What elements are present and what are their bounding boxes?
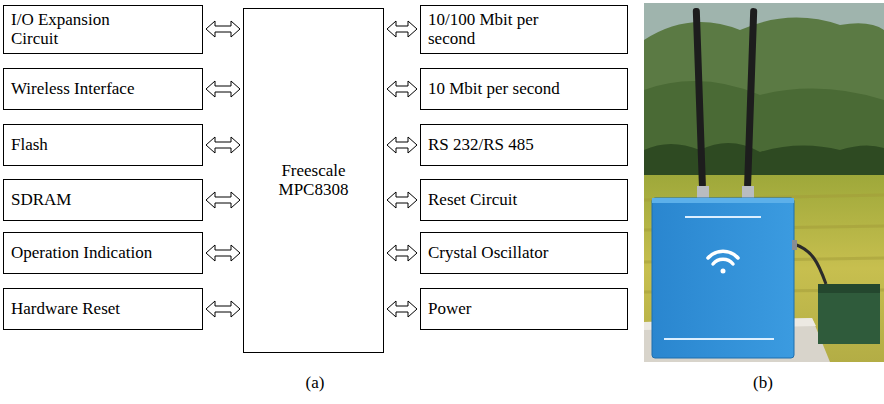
box-label: 10 Mbit per second <box>428 79 560 98</box>
bus-arrow <box>387 192 417 208</box>
antenna <box>693 8 706 188</box>
box-label: Operation Indication <box>11 243 152 262</box>
panel-label: (a) <box>306 374 325 393</box>
rice-field <box>644 175 884 362</box>
wifi-icon <box>708 251 738 273</box>
box-label: Freescale MPC8308 <box>264 161 364 199</box>
battery-top <box>818 284 880 293</box>
box-label: Power <box>428 299 471 318</box>
bus-arrow <box>387 245 417 261</box>
bus-arrow <box>206 21 240 37</box>
module-box: RS 232/RS 485 <box>420 124 628 166</box>
panel-label: (b) <box>753 374 773 393</box>
housing-print <box>664 338 774 340</box>
module-box: Power <box>420 288 628 330</box>
box-label: SDRAM <box>11 190 71 209</box>
tree-line <box>644 143 884 180</box>
module-box: SDRAM <box>3 179 203 221</box>
battery <box>818 284 880 344</box>
module-box: 10/100 Mbit per second <box>420 5 628 54</box>
housing-lid <box>652 198 794 203</box>
box-label: Crystal Oscillator <box>428 243 548 262</box>
bus-arrow <box>206 245 240 261</box>
module-box: Flash <box>3 124 203 166</box>
box-label: I/O Expansion Circuit <box>11 10 123 48</box>
module-box: Reset Circuit <box>420 179 628 221</box>
power-cable <box>794 244 826 284</box>
bus-arrow <box>206 192 240 208</box>
module-box: 10 Mbit per second <box>420 68 628 110</box>
module-box: Wireless Interface <box>3 68 203 110</box>
cable-gland <box>792 240 797 250</box>
module-box: Hardware Reset <box>3 288 203 330</box>
bus-arrow <box>206 301 240 317</box>
box-label: Wireless Interface <box>11 79 134 98</box>
bus-arrow <box>387 301 417 317</box>
box-label: RS 232/RS 485 <box>428 135 534 154</box>
sky <box>644 3 884 362</box>
housing-print <box>685 216 761 218</box>
bus-arrow <box>387 137 417 153</box>
processor-box: Freescale MPC8308 <box>243 8 384 353</box>
module-box: Crystal Oscillator <box>420 232 628 274</box>
box-label: Reset Circuit <box>428 190 517 209</box>
bus-arrow <box>206 137 240 153</box>
box-label: Flash <box>11 135 48 154</box>
antenna <box>744 8 757 188</box>
bus-arrow <box>206 81 240 97</box>
bus-arrow <box>387 81 417 97</box>
box-label: Hardware Reset <box>11 299 120 318</box>
device-housing <box>652 198 794 358</box>
module-box: I/O Expansion Circuit <box>3 5 203 54</box>
bus-arrow <box>387 21 417 37</box>
photo-scene <box>644 3 884 362</box>
module-box: Operation Indication <box>3 232 203 274</box>
box-label: 10/100 Mbit per second <box>428 10 550 48</box>
